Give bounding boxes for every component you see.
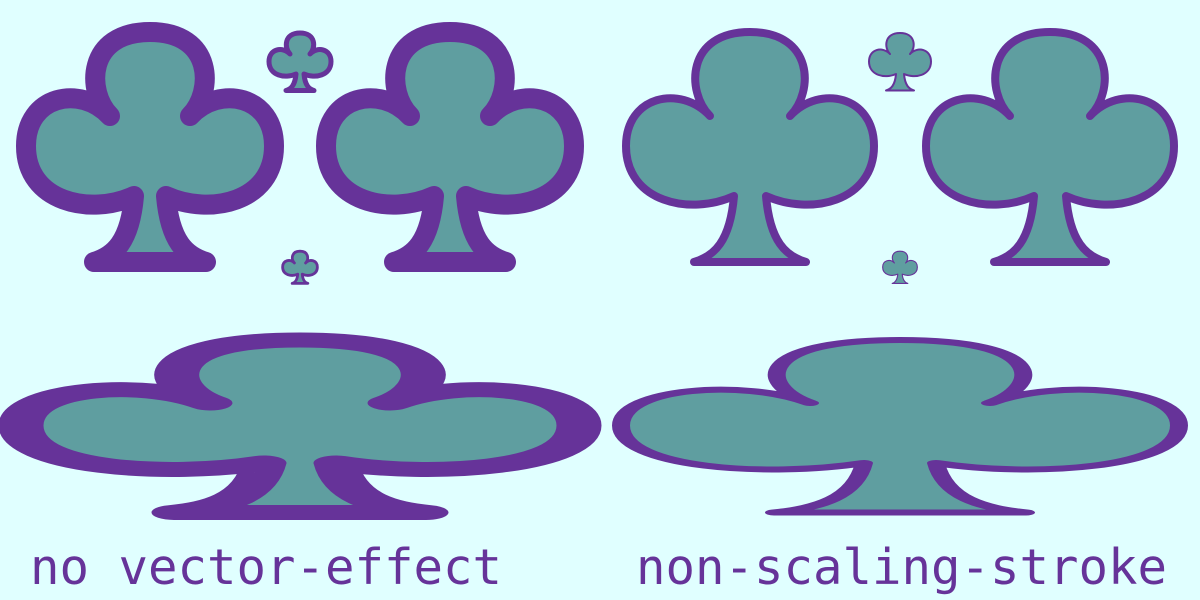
right-club-tiny-bottom (882, 250, 918, 284)
left-club-large-a (26, 32, 274, 262)
right-club-large-b (926, 32, 1174, 262)
right-club-small-top (868, 32, 932, 92)
left-club-tiny-bottom (281, 249, 319, 285)
left-panel (21, 32, 579, 513)
right-club-wide (621, 340, 1179, 513)
non-scaling-stroke-label: non-scaling-stroke (636, 539, 1168, 596)
left-club-large-b (326, 32, 574, 262)
right-club-large-a (626, 32, 874, 262)
right-panel (621, 32, 1179, 513)
no-vector-effect-label: no vector-effect (30, 539, 503, 596)
left-club-small-top (269, 33, 331, 91)
left-club-wide (21, 340, 579, 513)
